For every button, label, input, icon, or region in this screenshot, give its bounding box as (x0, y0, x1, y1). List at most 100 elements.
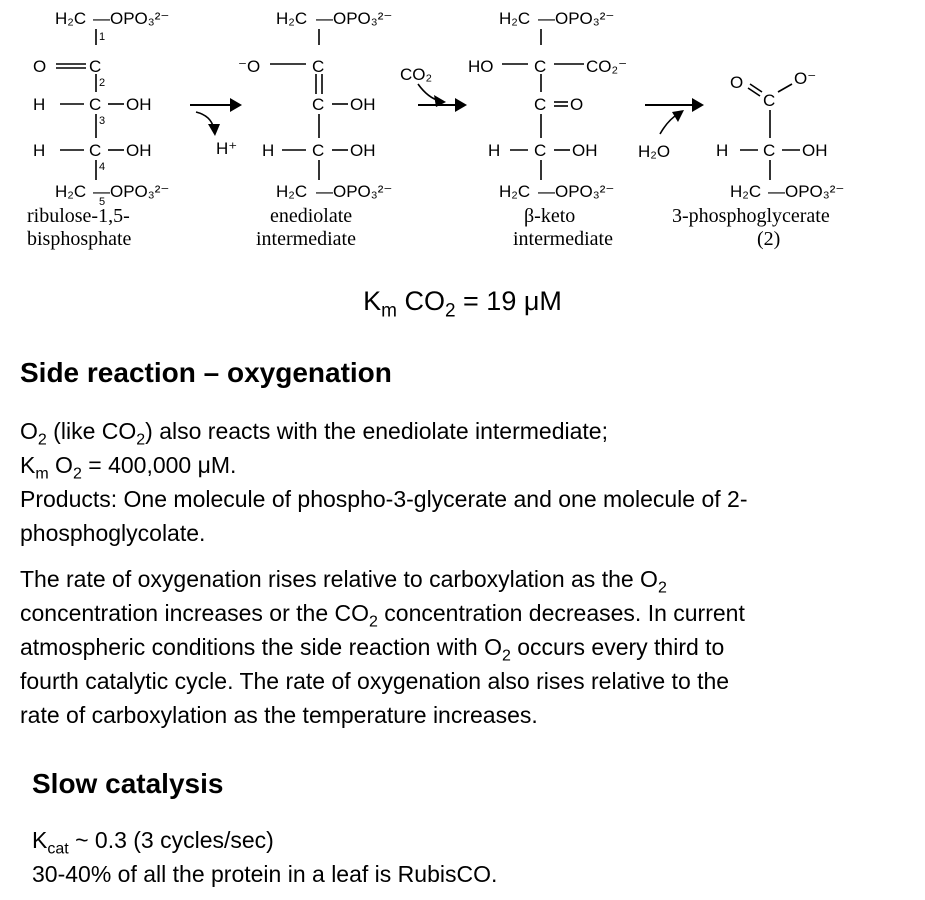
p2-line-1: The rate of oxygenation rises relative t… (20, 562, 910, 596)
kcat-sub: cat (47, 840, 69, 858)
carbon-number-3: 3 (99, 115, 105, 127)
protein-line: 30-40% of all the protein in a leaf is R… (32, 861, 498, 887)
km-sub-m: m (381, 300, 397, 322)
c3-co2-minus: CO₂⁻ (586, 57, 627, 76)
kcat-line: Kcat ~ 0.3 (3 cycles/sec) (32, 823, 922, 857)
kcat-value: ~ 0.3 (3 cycles/sec) (68, 827, 274, 853)
c2-oh3: OH (350, 95, 376, 114)
c1-c4: C (89, 141, 101, 160)
p2-l3-b: occurs every third to (510, 634, 725, 660)
enediolate-name-line2: intermediate (256, 228, 356, 250)
phosphoglycerate-name-line2: (2) (757, 228, 780, 250)
km-species: CO (404, 286, 445, 316)
phosphoglycerate-name-line1: 3-phosphoglycerate (672, 205, 830, 227)
p1-line-4: phosphoglycolate. (20, 520, 206, 546)
p1-line-2: Km O2 = 400,000 μM. (20, 448, 910, 482)
p1-l1-c: ) also reacts with the enediolate interm… (145, 418, 608, 444)
c2-h2c-top: H₂C (276, 9, 307, 28)
c2-h2c-bottom: H₂C (276, 182, 307, 201)
c4-carboxyl-o: O (730, 73, 743, 92)
p1-l1-b: (like CO (46, 418, 137, 444)
p1-l2-k: K (20, 452, 36, 478)
p2-line-4: fourth catalytic cycle. The rate of oxyg… (20, 668, 730, 694)
km-value: = 19 μM (455, 286, 562, 316)
c4-opo3-bottom: —OPO₃²⁻ (768, 182, 844, 201)
carbon-number-4: 4 (99, 161, 105, 173)
c4-h: H (716, 141, 728, 160)
c2-oh4: OH (350, 141, 376, 160)
co2-reagent: CO₂ (400, 65, 432, 84)
carbon-number-5: 5 (99, 196, 105, 208)
km-k: K (363, 286, 382, 316)
p1-l2-m: m (35, 465, 49, 483)
c4-c1: C (763, 91, 775, 110)
p1-l1-sub2: 2 (136, 431, 146, 449)
c2-c4: C (312, 141, 324, 160)
c1-opo3-top: —OPO₃²⁻ (93, 9, 169, 28)
c3-opo3-top: —OPO₃²⁻ (538, 9, 614, 28)
c3-ho: HO (468, 57, 494, 76)
c4-oh: OH (802, 141, 828, 160)
c3-c3: C (534, 95, 546, 114)
km-sub-2: 2 (444, 300, 456, 322)
c4-o-minus: O⁻ (794, 69, 816, 88)
c4-h2c-bottom: H₂C (730, 182, 761, 201)
p1-line-1: O2 (like CO2) also reacts with the enedi… (20, 414, 910, 448)
p1-l2-val: = 400,000 μM. (81, 452, 237, 478)
c3-c4: C (534, 141, 546, 160)
p2-line-3: atmospheric conditions the side reaction… (20, 630, 910, 664)
p1-l2-sub: 2 (72, 465, 82, 483)
h2o-reagent: H₂O (638, 142, 670, 161)
c3-h4: H (488, 141, 500, 160)
slow-catalysis-paragraph: Kcat ~ 0.3 (3 cycles/sec) 30-40% of all … (32, 823, 922, 891)
c3-oh4: OH (572, 141, 598, 160)
side-reaction-paragraph-1: O2 (like CO2) also reacts with the enedi… (20, 414, 910, 550)
kcat-k: K (32, 827, 48, 853)
p2-l3-sub: 2 (501, 647, 511, 665)
c2-h4: H (262, 141, 274, 160)
enediolate-name-line1: enediolate (270, 205, 352, 227)
c3-c2: C (534, 57, 546, 76)
p2-l2-b: concentration decreases. In current (377, 600, 745, 626)
beta-keto-name-line2: intermediate (513, 228, 613, 250)
p1-line-3: Products: One molecule of phospho-3-glyc… (20, 486, 748, 512)
p1-l1-a: O (20, 418, 38, 444)
c2-o-minus: ⁻O (238, 57, 260, 76)
c1-h3: H (33, 95, 45, 114)
c3-h2c-top: H₂C (499, 9, 530, 28)
carboxylation-pathway: H₂C —OPO₃²⁻ O C H C OH H C OH H₂C —OPO₃²… (27, 9, 844, 250)
c2-c2: C (312, 57, 324, 76)
c2-h-plus: H⁺ (216, 139, 237, 158)
c3-h2c-bottom: H₂C (499, 182, 530, 201)
p1-l2-o: O (48, 452, 73, 478)
p2-l2-a: concentration increases or the CO (20, 600, 370, 626)
c3-opo3-bottom: —OPO₃²⁻ (538, 182, 614, 201)
reaction-diagram: H₂C —OPO₃²⁻ O C H C OH H C OH H₂C —OPO₃²… (0, 0, 925, 275)
c4-c2: C (763, 141, 775, 160)
c1-h2c-top: H₂C (55, 9, 86, 28)
c2-opo3-bottom: —OPO₃²⁻ (316, 182, 392, 201)
beta-keto-name-line1: β-keto (524, 205, 575, 227)
side-reaction-heading: Side reaction – oxygenation (20, 357, 392, 388)
c1-opo3-bottom: —OPO₃²⁻ (93, 182, 169, 201)
p2-l3-a: atmospheric conditions the side reaction… (20, 634, 502, 660)
c2-c3: C (312, 95, 324, 114)
c1-oh3: OH (126, 95, 152, 114)
p2-line-2: concentration increases or the CO2 conce… (20, 596, 910, 630)
km-co2-equation: Km CO2 = 19 μM (0, 286, 925, 322)
p2-l2-sub: 2 (369, 613, 378, 631)
c2-opo3-top: —OPO₃²⁻ (316, 9, 392, 28)
ribulose-name-line2: bisphosphate (27, 228, 132, 250)
reaction-arrows (190, 83, 704, 136)
side-reaction-paragraph-2: The rate of oxygenation rises relative t… (20, 562, 910, 732)
p1-l1-sub: 2 (37, 431, 47, 449)
c1-c3: C (89, 95, 101, 114)
c3-keto-o: O (570, 95, 583, 114)
p2-l1-a: The rate of oxygenation rises relative t… (20, 566, 658, 592)
carbon-number-1: 1 (99, 31, 105, 43)
c1-c2: C (89, 57, 101, 76)
c1-h2c-bottom: H₂C (55, 182, 86, 201)
p2-l1-sub: 2 (657, 579, 667, 597)
slow-catalysis-heading: Slow catalysis (32, 768, 224, 799)
c1-oh4: OH (126, 141, 152, 160)
